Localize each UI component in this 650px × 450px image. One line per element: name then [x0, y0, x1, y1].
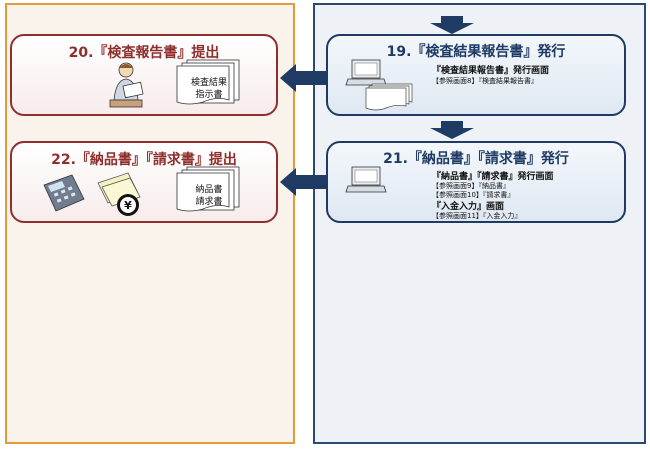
document-label-line1: 検査結果 — [190, 78, 227, 88]
laptop-icon — [345, 59, 387, 86]
svg-text:¥: ¥ — [124, 199, 132, 212]
step-19-title: 19.『検査結果報告書』発行 — [386, 44, 566, 60]
screen-name-payment: 『入金入力』画面 — [432, 202, 505, 212]
step-20-title: 20.『検査報告書』提出 — [68, 45, 220, 61]
document-stack-icon — [176, 59, 240, 105]
document-label-line2: 請求書 — [195, 197, 223, 207]
step-22-title: 22.『納品書』『請求書』提出 — [51, 152, 237, 168]
screen-name-invoice: 『納品書』『請求書』発行画面 — [432, 172, 554, 182]
step-22-box: 22.『納品書』『請求書』提出 ¥ 納品書 請求書 — [10, 141, 278, 223]
step-21-title: 21.『納品書』『請求書』発行 — [383, 151, 569, 167]
arrow-left-icon — [280, 64, 326, 92]
screen-name: 『検査結果報告書』発行画面 — [432, 66, 550, 76]
document-stack-icon — [176, 166, 240, 212]
paper-sheets-icon — [365, 83, 413, 111]
laptop-icon — [345, 166, 387, 193]
step-20-box: 20.『検査報告書』提出 検査結果 指示書 — [10, 34, 278, 116]
arrow-left-icon — [280, 168, 326, 196]
arrow-down-icon — [430, 16, 474, 34]
person-holding-paper-icon — [109, 62, 144, 108]
reference-delivery-slip: 【参照画面9】『納品書』 — [432, 182, 510, 190]
document-label-line2: 指示書 — [195, 90, 223, 100]
reference-payment-entry: 【参照画面11】『入金入力』 — [432, 212, 522, 220]
reference-invoice: 【参照画面10】『請求書』 — [432, 191, 515, 199]
screen-reference: 【参照画面8】『検査結果報告書』 — [432, 77, 538, 85]
step-21-box: 21.『納品書』『請求書』発行 『納品書』『請求書』発行画面 【参照画面9】『納… — [326, 141, 626, 223]
yen-coin-money-icon: ¥ — [97, 172, 141, 216]
arrow-down-icon — [430, 121, 474, 139]
calculator-icon — [43, 174, 85, 212]
document-label-line1: 納品書 — [195, 185, 223, 195]
step-19-box: 19.『検査結果報告書』発行 『検査結果報告書』発行画面 【参照画面8】『検査結… — [326, 34, 626, 116]
